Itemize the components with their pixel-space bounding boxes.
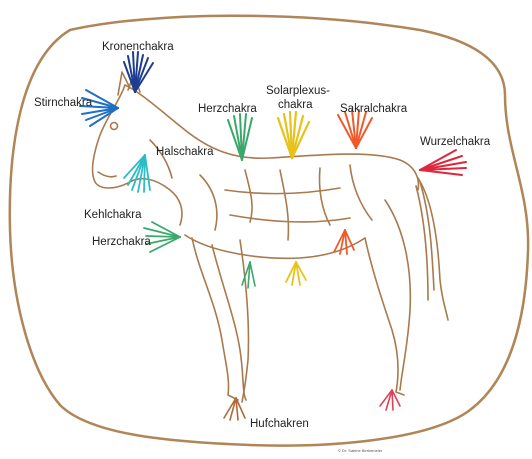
- label-stirnchakra: Stirnchakra: [34, 97, 93, 109]
- label-sakralchakra: Sakralchakra: [340, 103, 408, 115]
- label-herzchakra-chest: Herzchakra: [92, 236, 151, 248]
- hind-orange-rays: [334, 230, 354, 254]
- halschakra-rays: [124, 155, 150, 192]
- label-hufchakren: Hufchakren: [250, 418, 309, 430]
- sakralchakra-rays: [338, 110, 372, 148]
- label-solarplexus-line1: Solarplexus-: [266, 85, 330, 97]
- label-halschakra: Halschakra: [156, 146, 214, 158]
- label-herzchakra-top: Herzchakra: [198, 103, 257, 115]
- label-kronenchakra: Kronenchakra: [102, 41, 174, 53]
- wurzelchakra-rays: [420, 150, 466, 175]
- herzchakra-top-rays: [228, 114, 252, 160]
- label-kehlchakra: Kehlchakra: [84, 209, 142, 221]
- aura-outline: [10, 16, 528, 446]
- solarplexus-rays: [278, 112, 309, 158]
- copyright-note: © Dr. Sabine Berkemeier: [338, 448, 383, 453]
- belly-yellow-rays: [286, 262, 306, 285]
- label-solarplexus-line2: chakra: [278, 99, 313, 111]
- label-wurzelchakra: Wurzelchakra: [420, 136, 491, 148]
